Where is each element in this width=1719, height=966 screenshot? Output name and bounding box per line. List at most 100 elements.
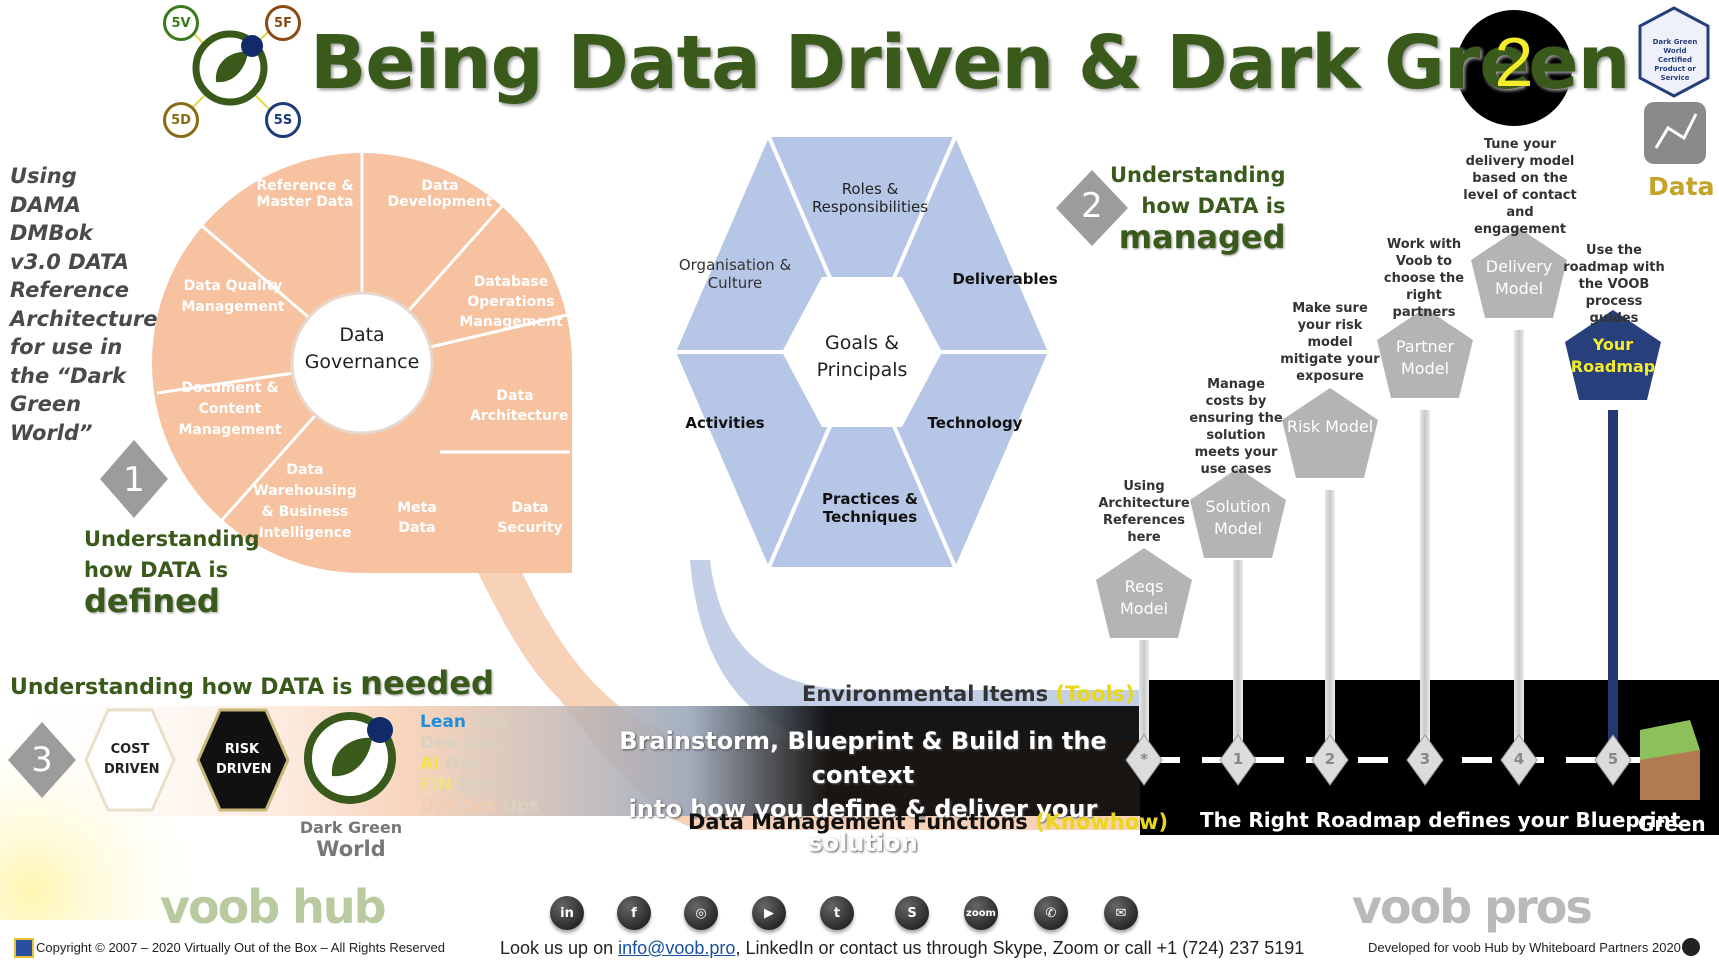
step3-diamond (8, 722, 76, 798)
hexagon-framework (676, 136, 1048, 568)
roadmap-note: Tune your delivery model based on the le… (1463, 137, 1577, 237)
step3-number: 3 (31, 740, 53, 780)
wheel-segment: Document & Content Management (178, 380, 282, 438)
understand-defined: Understanding how DATA is defined (84, 527, 260, 620)
brainstorm-text: Brainstorm, Blueprint & Build in the con… (619, 727, 1107, 857)
logo-badge-5s: 5S (265, 102, 301, 138)
hexagon-segment: Practices & Techniques (821, 490, 918, 526)
copyright: Copyright © 2007 – 2020 Virtually Out of… (36, 940, 445, 955)
ops-prefix: Lean (420, 712, 466, 732)
wheel-segment: Data Security (497, 500, 563, 536)
facebook-icon[interactable]: f (617, 896, 651, 930)
skype-icon[interactable]: S (895, 896, 929, 930)
ops-item: Dev Ops (420, 733, 500, 753)
hexagon-segment: Roles & Responsibilities (811, 180, 929, 216)
step1-diamond (100, 440, 168, 518)
email-icon[interactable]: ✉ (1104, 896, 1138, 930)
hexagon-center: Goals & Principals (816, 332, 908, 381)
ops-item: Lean Ops (420, 712, 509, 732)
ops-prefix: Dev (420, 733, 457, 753)
roadmap-note: Manage costs by ensuring the solution me… (1189, 377, 1283, 477)
ops-list: Lean Ops Dev Ops AI Ops FIN Ops Dev Sec … (420, 712, 539, 817)
cost-driven-hexagon (84, 708, 176, 812)
hexagon-segment: Deliverables (952, 270, 1058, 288)
blueprint-line: The Right Roadmap defines your Blueprint (1200, 808, 1681, 832)
data-icon-label: Data (1648, 172, 1715, 201)
cert-badge (1638, 6, 1710, 98)
hexagon-segment: Organisation & Culture (678, 256, 792, 292)
step2-diamond (1056, 170, 1128, 246)
instagram-icon[interactable]: ◎ (684, 896, 718, 930)
roadmap-pentagons (1096, 228, 1661, 638)
roadmap-step-delivery[interactable]: Delivery Model (1485, 257, 1553, 298)
roadmap-marker: 2 (1324, 750, 1336, 768)
risk-driven-label: RISK DRIVEN (216, 742, 272, 777)
ops-prefix: FIN (420, 775, 453, 795)
roadmap-note: Make sure your risk model mitigate your … (1280, 301, 1380, 384)
roadmap-marker: 5 (1607, 750, 1619, 768)
email-link[interactable]: info@voob.pro (618, 938, 736, 958)
voob-hub-logo[interactable]: voob hub (160, 880, 387, 934)
ops-prefix: Dev Sec (420, 796, 497, 816)
ops-prefix: AI (420, 754, 440, 774)
roadmap-step-risk[interactable]: Risk Model (1286, 417, 1374, 436)
wheel-extension (440, 350, 570, 550)
understand-managed: Understanding how DATA is managed (1110, 163, 1286, 256)
page-title: Being Data Driven & Dark Green (310, 20, 1630, 106)
ops-item: AI Ops (420, 754, 483, 774)
gradient-band (0, 706, 1150, 816)
step2-number: 2 (1081, 186, 1103, 226)
roadmap-step-partner[interactable]: Partner Model (1395, 337, 1455, 378)
wheel-segment: Reference & Master Data (256, 178, 354, 210)
wheel-center: Data Governance (304, 324, 420, 373)
roadmap-marker: 1 (1232, 750, 1244, 768)
logo-badge-5f: 5F (265, 5, 301, 41)
linkedin-icon[interactable]: in (550, 896, 584, 930)
wheel-segment: Data Quality Management (181, 278, 285, 315)
phone-icon[interactable]: ✆ (1034, 896, 1068, 930)
wheel-segment: Database Operations Management (459, 274, 563, 330)
wheel-segment: Data Development (387, 178, 493, 210)
understand-needed: Understanding how DATA is needed (10, 664, 494, 702)
wheel-segment: Data Architecture (470, 388, 569, 424)
data-management-functions: Data Management Functions (Knowhow) (688, 810, 1169, 834)
roadmap-step-your-roadmap[interactable]: Your Roadmap (1570, 335, 1656, 376)
risk-driven-hexagon (196, 708, 290, 812)
env-items: Environmental Items (Tools) (802, 682, 1135, 706)
dark-green-world-logo (304, 712, 396, 804)
roadmap-note: Work with Voob to choose the right partn… (1383, 237, 1465, 320)
cube-icon (14, 938, 34, 958)
voob-pros-logo[interactable]: voob pros (1352, 880, 1593, 934)
roadmap-marker: 4 (1513, 750, 1525, 768)
zoom-icon[interactable]: zoom (964, 896, 998, 930)
dark-circle-icon (1682, 938, 1700, 956)
green-label-box (1640, 720, 1700, 800)
twitter-icon[interactable]: t (820, 896, 854, 930)
roadmap-note: Use the roadmap with the VOOB process gu… (1563, 243, 1665, 326)
badge-circle (1456, 10, 1572, 126)
developed-by: Developed for voob Hub by Whiteboard Par… (1368, 940, 1681, 955)
roadmap-step-reqs[interactable]: Reqs Model (1119, 577, 1169, 618)
youtube-icon[interactable]: ▶ (752, 896, 786, 930)
hexagon-segment: Technology (927, 414, 1023, 432)
logo-badge-5d: 5D (163, 102, 199, 138)
badge-number: 2 (1494, 23, 1534, 101)
cert-badge-text: Dark Green World Certified Product or Se… (1652, 38, 1698, 82)
dama-reference-text: Using DAMA DMBok v3.0 DATA Reference Arc… (10, 164, 158, 445)
logo-badge-5v: 5V (163, 5, 199, 41)
contact-line: Look us up on info@voob.pro, LinkedIn or… (500, 938, 1305, 958)
roadmap-marker: 3 (1419, 750, 1431, 768)
wheel-segment: Meta Data (397, 500, 437, 536)
cost-driven-label: COST DRIVEN (104, 742, 160, 777)
roadmap-poles (1139, 330, 1618, 760)
ops-item: FIN Ops (420, 775, 495, 795)
step1-number: 1 (123, 460, 145, 500)
wheel-segment: Data Warehousing & Business Intelligence (253, 462, 357, 541)
blue-ribbon (690, 560, 1150, 740)
dark-green-world-label: Dark Green World (299, 818, 403, 861)
header-logo (179, 19, 281, 121)
roadmap-markers (1125, 734, 1632, 786)
ops-item: Dev Sec Ops (420, 796, 540, 816)
roadmap-step-solution[interactable]: Solution Model (1205, 497, 1271, 538)
